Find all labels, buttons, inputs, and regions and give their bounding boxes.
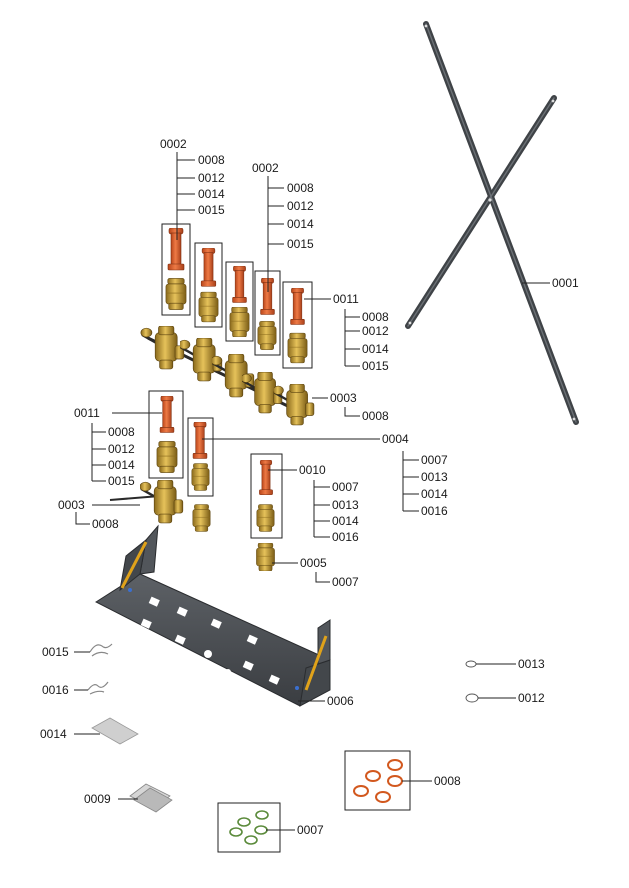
strut-assembly: [405, 21, 579, 425]
label-0011-upper: 0011: [333, 292, 359, 306]
plate-0014: [91, 717, 139, 745]
label-0008-c: 0008: [362, 310, 389, 324]
seal-0013: [465, 660, 477, 668]
label-0012-a: 0012: [198, 171, 225, 185]
label-0015-e: 0015: [108, 474, 135, 488]
label-0015-c: 0015: [362, 359, 389, 373]
plate-0009: [129, 783, 173, 813]
label-0008-k: 0008: [434, 774, 461, 788]
label-0014-c: 0014: [362, 342, 389, 356]
label-0007-k: 0007: [297, 823, 324, 837]
label-0012-e: 0012: [108, 442, 135, 456]
label-0013-k: 0013: [518, 657, 545, 671]
upper-fitting-boxes: [161, 223, 313, 369]
label-0005: 0005: [300, 556, 327, 570]
lower-valves: [109, 480, 275, 571]
label-0003-upper: 0003: [330, 391, 357, 405]
label-0016-g: 0016: [332, 530, 359, 544]
lower-fitting-boxes: [148, 390, 283, 539]
label-0007-f: 0007: [421, 453, 448, 467]
label-0006: 0006: [327, 694, 354, 708]
label-0004: 0004: [382, 432, 409, 446]
label-0007-i: 0007: [332, 575, 359, 589]
label-0014-f: 0014: [421, 487, 448, 501]
label-0008-d: 0008: [362, 409, 389, 423]
label-0010: 0010: [299, 463, 326, 477]
label-0014-a: 0014: [198, 187, 225, 201]
leader-lines: [74, 152, 550, 831]
label-0002-left: 0002: [160, 137, 187, 151]
clip-0016: [87, 681, 109, 695]
seal-set-0007: [217, 802, 281, 853]
label-0007-g: 0007: [332, 480, 359, 494]
label-0012-k: 0012: [518, 691, 545, 705]
label-0008-e: 0008: [108, 425, 135, 439]
lower-brass-nuts: [156, 441, 275, 532]
seal-0012: [465, 693, 479, 703]
mounting-bracket: [94, 524, 331, 707]
label-0003-lower: 0003: [58, 498, 85, 512]
label-0015-a: 0015: [198, 203, 225, 217]
label-0012-b: 0012: [287, 199, 314, 213]
label-0013-f: 0013: [421, 470, 448, 484]
label-0009: 0009: [84, 792, 111, 806]
label-0002-right: 0002: [252, 161, 279, 175]
label-0008-b: 0008: [287, 181, 314, 195]
label-0001: 0001: [552, 276, 579, 290]
label-0011-lower: 0011: [74, 406, 100, 420]
label-0013-g: 0013: [332, 498, 359, 512]
label-0015-j: 0015: [42, 645, 69, 659]
upper-valve-manifold: [140, 326, 316, 426]
label-0008-h: 0008: [92, 517, 119, 531]
label-0016-j: 0016: [42, 683, 69, 697]
label-0014-g: 0014: [332, 514, 359, 528]
label-0012-c: 0012: [362, 324, 389, 338]
part-labels: 0001 0002 0008 0012 0014 0015 0002 0008 …: [40, 137, 579, 837]
lower-copper-pipes: [159, 396, 273, 495]
label-0008-a: 0008: [198, 153, 225, 167]
label-0014-b: 0014: [287, 217, 314, 231]
label-0015-b: 0015: [287, 237, 314, 251]
label-0016-f: 0016: [421, 504, 448, 518]
clip-0015: [89, 643, 113, 657]
label-0014-e: 0014: [108, 458, 135, 472]
label-0014-j: 0014: [40, 727, 67, 741]
seal-set-0008: [344, 750, 411, 811]
